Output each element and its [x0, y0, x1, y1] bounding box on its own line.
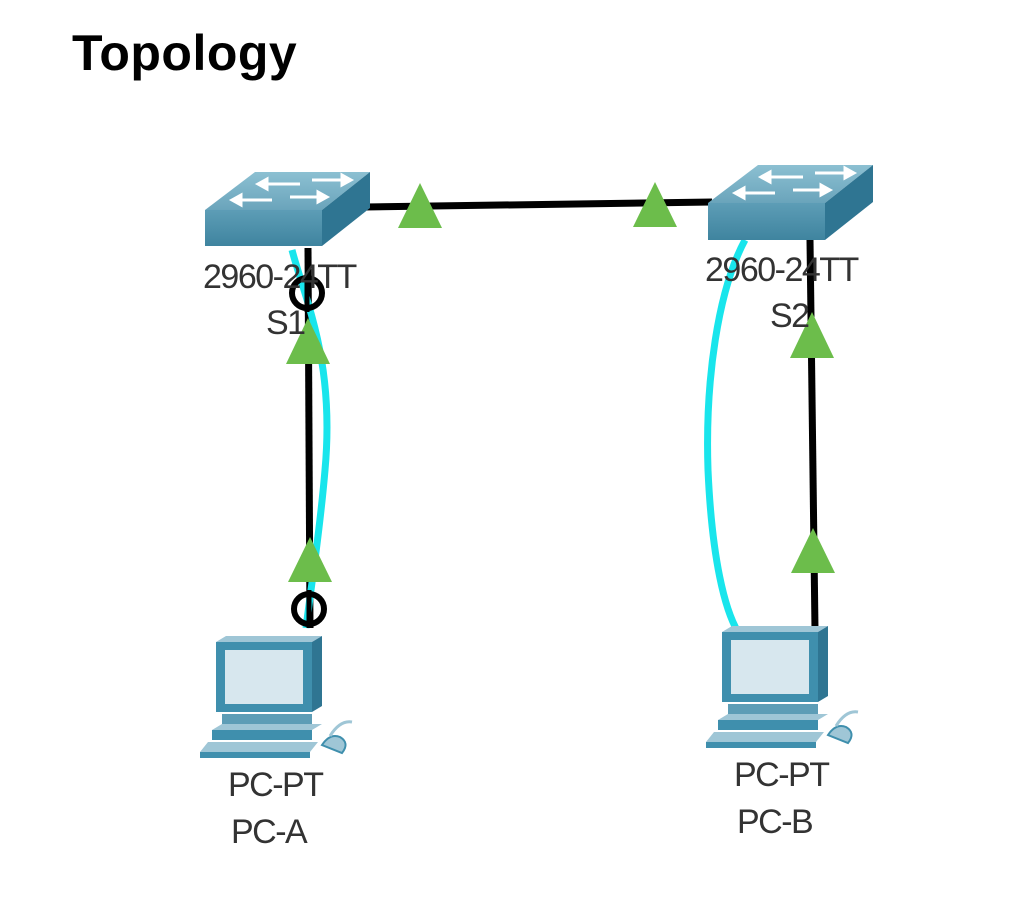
pca-name-label: PC-A	[231, 813, 308, 851]
page-title: Topology	[72, 25, 298, 81]
console-connector-icon	[289, 274, 325, 312]
link-up-indicator	[790, 312, 834, 358]
console-connector-icon	[291, 590, 327, 628]
link-up-indicator	[791, 528, 835, 573]
switch-s1-icon[interactable]	[205, 172, 370, 246]
link-up-indicator	[633, 182, 677, 227]
pc-a-icon[interactable]	[200, 636, 353, 758]
pc-b-icon[interactable]	[706, 626, 859, 748]
s2-model-label: 2960-24TT	[705, 251, 859, 289]
pcb-model-label: PC-PT	[734, 756, 829, 794]
link-up-indicator	[286, 318, 330, 364]
s2-name-label: S2	[770, 297, 809, 335]
s1-name-label: S1	[266, 304, 305, 342]
switch-s2-icon[interactable]	[708, 165, 873, 240]
console-cable-s2-pcb[interactable]	[704, 238, 749, 634]
s1-model-label: 2960-24TT	[203, 258, 357, 296]
pca-model-label: PC-PT	[228, 766, 323, 804]
pcb-name-label: PC-B	[737, 803, 812, 841]
link-up-indicator	[398, 183, 442, 228]
link-up-indicator	[288, 537, 332, 582]
